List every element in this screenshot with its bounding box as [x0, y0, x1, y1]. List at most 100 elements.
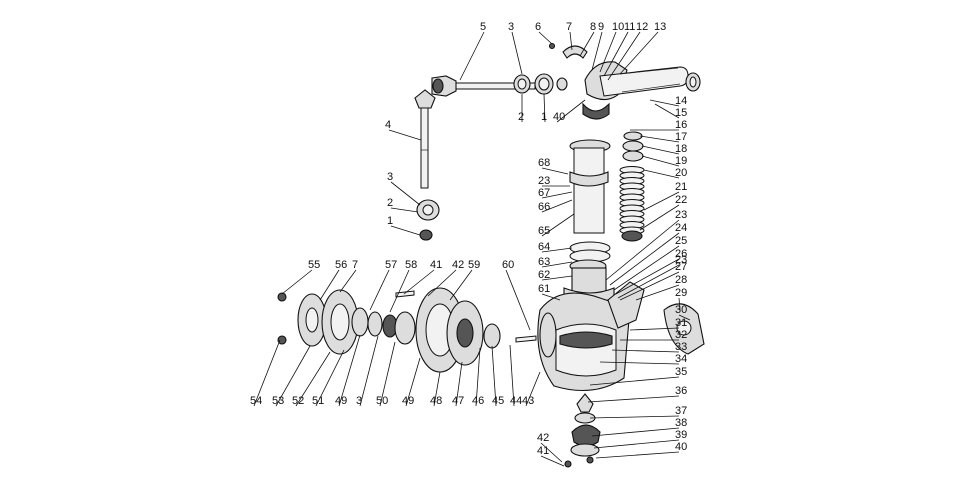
leader-line: [403, 269, 435, 295]
leader-line: [593, 439, 680, 449]
part-label: 19: [675, 155, 687, 167]
part-label: 45: [492, 395, 504, 407]
part-label: 43: [522, 395, 534, 407]
leader-line: [541, 199, 573, 213]
part-label: 3: [387, 171, 393, 183]
leader-line: [569, 31, 573, 51]
leader-line: [619, 31, 659, 75]
leader-line: [541, 275, 573, 281]
shaft-assembly-top: [431, 42, 701, 120]
part-label: 33: [675, 341, 687, 353]
part-label: 18: [675, 143, 687, 155]
part-label: 9: [598, 21, 604, 33]
part-label: 32: [675, 329, 687, 341]
part-label: 7: [566, 21, 572, 33]
part-label: 47: [452, 395, 464, 407]
leader-line: [595, 451, 680, 459]
leader-line: [605, 219, 680, 281]
part-label: 67: [538, 187, 550, 199]
leader-line: [541, 191, 573, 199]
leader-line: [449, 269, 473, 301]
leader-line: [635, 284, 680, 301]
part-label: 3: [356, 395, 362, 407]
leader-line: [641, 145, 680, 155]
leader-line: [591, 31, 603, 71]
leader-line: [459, 31, 485, 81]
part-label: 58: [405, 259, 417, 271]
leader-line: [390, 181, 421, 206]
part-label: 51: [312, 395, 324, 407]
leader-line: [525, 371, 541, 407]
part-label: 24: [675, 222, 687, 234]
leader-line: [615, 258, 680, 295]
leader-line: [390, 207, 419, 213]
part-label: 26: [675, 248, 687, 260]
part-label: 65: [538, 225, 550, 237]
leader-line: [607, 31, 641, 81]
part-label: 10: [612, 21, 624, 33]
leader-line: [617, 264, 680, 299]
part-label: 40: [553, 111, 565, 123]
leader-line: [281, 269, 313, 295]
part-label: 63: [538, 256, 550, 268]
part-label: 56: [335, 259, 347, 271]
part-label: 53: [272, 395, 284, 407]
leader-line: [541, 213, 575, 237]
leader-line: [639, 135, 680, 143]
leader-line: [541, 167, 569, 175]
lower-pinion: [564, 393, 601, 468]
part-label: 23: [675, 209, 687, 221]
hub-assembly: [277, 287, 537, 373]
part-label: 25: [675, 235, 687, 247]
leader-line: [295, 351, 331, 407]
part-label: 1: [387, 215, 393, 227]
part-label: 39: [675, 429, 687, 441]
part-label: 12: [636, 21, 648, 33]
part-label: 59: [468, 259, 480, 271]
leader-line: [475, 347, 481, 407]
leader-line: [538, 31, 553, 45]
part-label: 44: [510, 395, 522, 407]
part-label: 27: [675, 261, 687, 273]
part-label: 31: [675, 317, 687, 329]
part-label: 7: [352, 259, 358, 271]
leader-line: [319, 269, 340, 301]
part-label: 60: [502, 259, 514, 271]
part-label: 37: [675, 405, 687, 417]
leader-line: [315, 349, 345, 407]
leader-line: [556, 99, 586, 123]
part-label: 35: [675, 366, 687, 378]
part-label: 20: [675, 167, 687, 179]
part-label: 1: [541, 111, 547, 123]
leader-line: [540, 455, 565, 467]
leader-line: [654, 103, 680, 119]
leader-line: [591, 427, 680, 437]
part-label: 17: [675, 131, 687, 143]
leader-line: [433, 371, 441, 407]
leader-line: [390, 225, 421, 236]
leader-line: [389, 269, 410, 313]
part-label: 13: [654, 21, 666, 33]
part-label: 40: [675, 441, 687, 453]
leader-line: [339, 269, 357, 293]
part-label: 61: [538, 283, 550, 295]
part-label: 34: [675, 353, 687, 365]
leader-line: [641, 155, 680, 167]
part-label: 49: [402, 395, 414, 407]
leader-line: [505, 269, 531, 331]
part-label: 14: [675, 95, 687, 107]
leader-line: [427, 269, 457, 297]
part-label: 50: [376, 395, 388, 407]
leader-line: [589, 415, 680, 419]
part-label: 4: [385, 119, 391, 131]
leader-line: [629, 327, 680, 331]
part-label: 11: [624, 21, 635, 33]
vertical-shaft: [414, 89, 440, 241]
part-label: 5: [480, 21, 486, 33]
part-label: 52: [292, 395, 304, 407]
leader-line: [643, 191, 680, 211]
spring-assembly: [619, 131, 645, 242]
leader-line: [603, 31, 629, 77]
part-label: 6: [535, 21, 541, 33]
